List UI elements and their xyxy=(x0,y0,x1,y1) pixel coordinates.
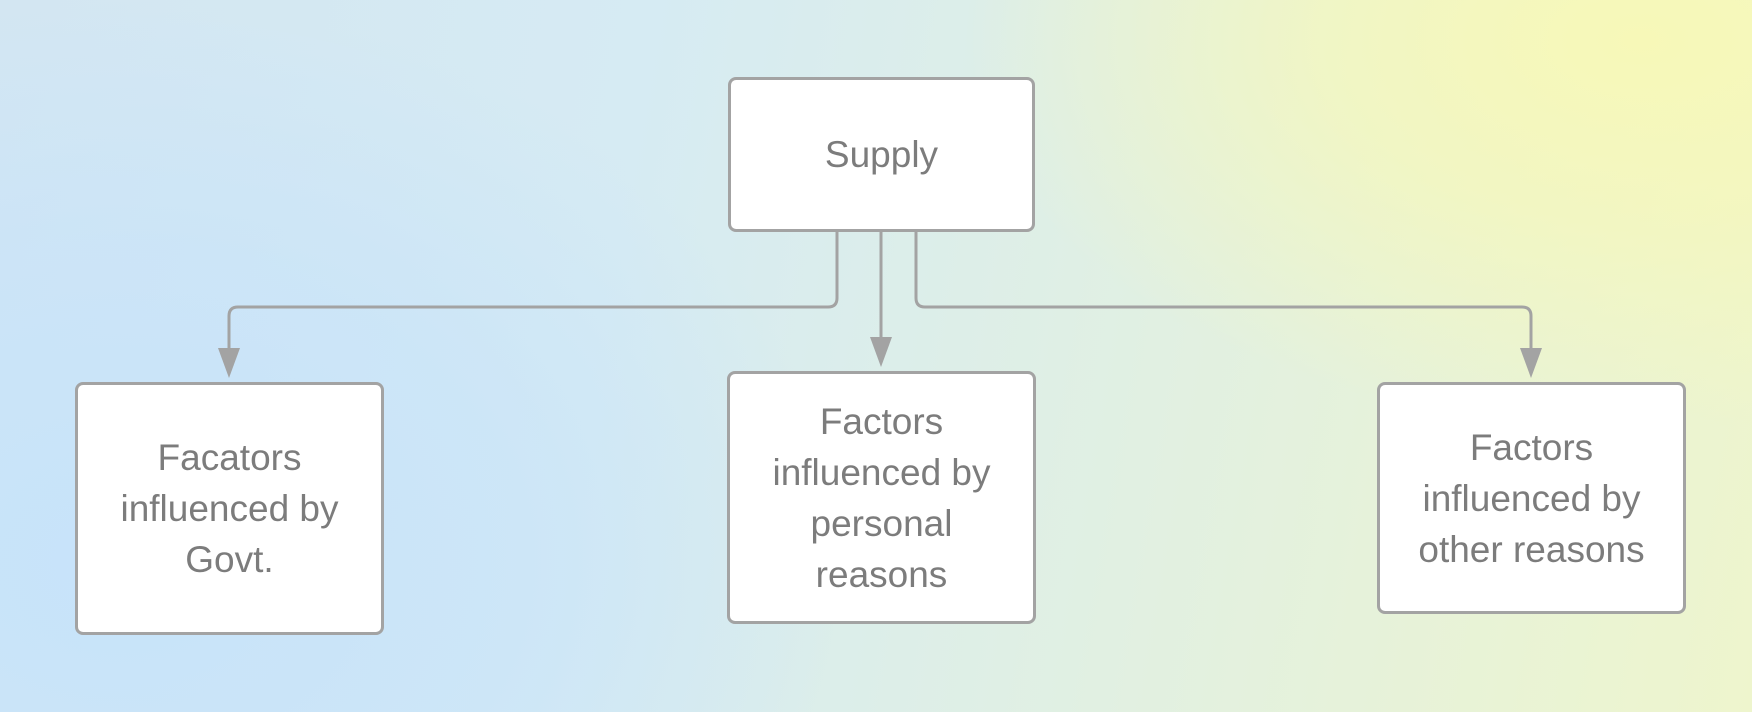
arrowhead-personal xyxy=(870,337,892,367)
node-supply-label: Supply xyxy=(824,134,939,175)
node-supply: Supply xyxy=(728,77,1035,232)
node-personal: Factors influenced by personal reasons xyxy=(727,371,1036,624)
node-govt-label: Facators influenced by Govt. xyxy=(120,437,339,580)
node-personal-label: Factors influenced by personal reasons xyxy=(772,400,991,595)
node-govt: Facators influenced by Govt. xyxy=(75,382,384,635)
arrowhead-other xyxy=(1520,348,1542,378)
connector-supply-to-other xyxy=(914,232,1533,350)
node-other-label: Factors influenced by other reasons xyxy=(1418,426,1645,570)
connector-supply-to-govt xyxy=(227,232,839,350)
arrowhead-govt xyxy=(218,348,240,378)
node-other: Factors influenced by other reasons xyxy=(1377,382,1686,614)
